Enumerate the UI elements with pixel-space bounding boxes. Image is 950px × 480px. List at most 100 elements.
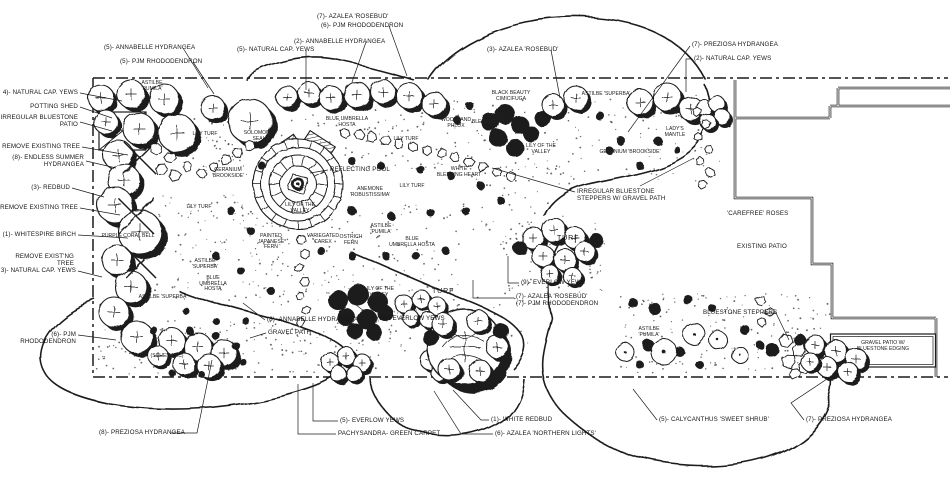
stipple-dot [210, 202, 213, 204]
stipple-dot [648, 155, 650, 158]
stipple-dot [393, 257, 396, 260]
stipple-dot [475, 178, 478, 180]
stipple-dot [419, 163, 422, 166]
stipple-dot [269, 320, 272, 323]
stepping-stone [150, 142, 163, 156]
stipple-dot [384, 154, 387, 157]
stipple-dot [498, 303, 501, 306]
shrub-mass [794, 334, 806, 346]
stipple-dot [272, 301, 274, 303]
stipple-dot [394, 164, 396, 166]
stipple-dot [391, 152, 393, 155]
stipple-dot [377, 121, 380, 124]
stipple-dot [390, 333, 392, 335]
plant-center-mark [169, 125, 185, 141]
stipple-dot [219, 147, 221, 150]
stipple-dot [212, 215, 215, 217]
stipple-dot [435, 148, 438, 151]
stipple-dot [223, 195, 225, 197]
stipple-dot [744, 294, 746, 297]
plant-dot [453, 116, 461, 124]
stipple-dot [204, 332, 207, 335]
stepping-stone [196, 169, 208, 179]
stipple-dot [222, 283, 225, 286]
stipple-dot [389, 331, 392, 333]
stipple-dot [625, 324, 627, 326]
stepping-stone [778, 333, 794, 349]
stipple-dot [555, 165, 558, 168]
stipple-dot [655, 128, 657, 131]
plant-dot [182, 307, 190, 315]
stipple-dot [403, 270, 405, 272]
stipple-dot [568, 182, 571, 185]
stepping-stone [393, 138, 404, 150]
stipple-dot [659, 315, 662, 318]
stipple-dot [323, 271, 326, 274]
stipple-dot [431, 257, 433, 260]
stipple-dot [742, 316, 745, 318]
stipple-dot [470, 156, 473, 159]
stipple-dot [338, 119, 340, 122]
leader-line [355, 304, 376, 320]
shrub-circle [615, 342, 635, 362]
stipple-dot [279, 244, 281, 246]
stipple-dot [387, 221, 390, 223]
stipple-dot [370, 226, 373, 229]
stipple-dot [395, 273, 397, 276]
stipple-dot [257, 285, 259, 287]
stipple-dot [794, 332, 797, 334]
plant-center-mark [304, 88, 314, 98]
remove-tree-x-mark [123, 141, 157, 175]
stipple-dot [355, 349, 358, 351]
stipple-dot [591, 276, 594, 279]
stepping-stone [788, 367, 802, 380]
stipple-dot [457, 114, 460, 117]
stipple-dot [756, 332, 759, 335]
stipple-dot [203, 264, 206, 266]
stipple-dot [620, 365, 622, 368]
stipple-dot [365, 140, 368, 142]
stipple-dot [313, 283, 315, 285]
stipple-dot [757, 351, 759, 353]
plant-dot [653, 136, 663, 146]
stipple-dot [786, 349, 789, 352]
stipple-dot [387, 130, 390, 133]
plant-dot [628, 298, 638, 308]
stipple-dot [724, 327, 726, 329]
stipple-dot [120, 347, 123, 350]
house-wall-outer [733, 80, 950, 377]
stipple-dot [529, 270, 531, 273]
stipple-dot [336, 275, 338, 277]
stipple-dot [556, 138, 558, 141]
stipple-dot [128, 352, 131, 355]
plant-center-mark [568, 272, 576, 280]
stipple-dot [452, 298, 455, 301]
plant-dot [267, 287, 275, 295]
stipple-dot [173, 286, 176, 288]
tree-symbol [345, 365, 365, 385]
stipple-dot [304, 352, 307, 355]
plant-center-mark [429, 99, 439, 109]
stepping-stone [449, 151, 460, 162]
plant-center-mark [403, 90, 415, 102]
stipple-dot [787, 319, 789, 322]
stipple-dot [351, 231, 354, 234]
leader-line [685, 58, 692, 92]
stipple-dot [526, 148, 529, 151]
stipple-dot [210, 122, 213, 125]
stipple-dot [242, 353, 244, 355]
tree-symbol [275, 85, 302, 112]
tree-symbol [147, 345, 172, 370]
tree-symbol [563, 85, 592, 114]
stipple-dot [376, 237, 378, 239]
stipple-dot [288, 243, 290, 245]
plant-center-mark [218, 347, 230, 359]
stipple-dot [240, 166, 242, 168]
stipple-dot [521, 99, 524, 102]
stipple-dot [530, 221, 533, 224]
stipple-dot [237, 258, 240, 261]
stipple-dot [481, 220, 483, 222]
stipple-dot [468, 142, 470, 144]
stipple-dot [331, 219, 333, 221]
plant-symbols [87, 79, 871, 394]
